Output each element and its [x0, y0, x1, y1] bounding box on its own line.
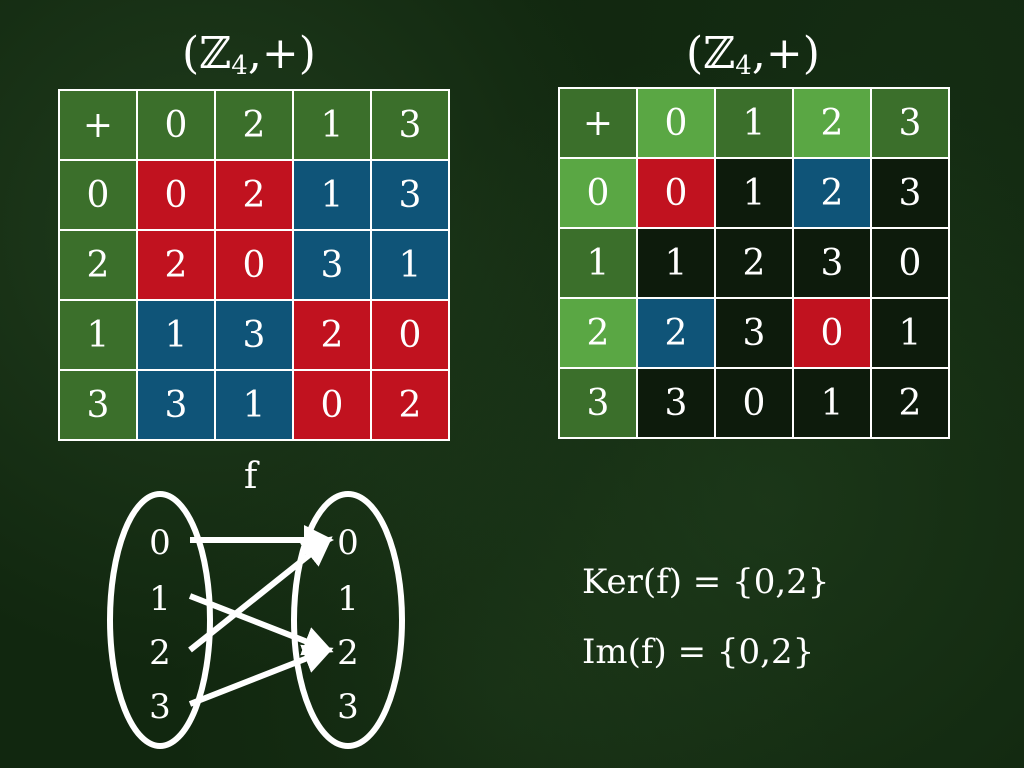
- table-cell: 3: [372, 161, 448, 229]
- column-header-cell: 3: [372, 91, 448, 159]
- codomain-element: 2: [337, 633, 359, 673]
- table-cell: 2: [216, 161, 292, 229]
- table-cell: 2: [794, 159, 870, 227]
- row-header-cell: 0: [60, 161, 136, 229]
- table-cell: 3: [138, 371, 214, 439]
- table-cell: 1: [638, 229, 714, 297]
- right-table-title: (ℤ4,+): [686, 22, 820, 86]
- table-cell: 0: [372, 301, 448, 369]
- table-cell: 0: [638, 159, 714, 227]
- table-cell: 3: [638, 369, 714, 437]
- domain-element: 3: [149, 687, 171, 727]
- table-cell: 0: [294, 371, 370, 439]
- table-cell: 2: [294, 301, 370, 369]
- column-header-cell: 0: [638, 89, 714, 157]
- row-header-cell: 0: [560, 159, 636, 227]
- table-cell: 1: [138, 301, 214, 369]
- domain-element: 0: [149, 523, 171, 563]
- left-table-title: (ℤ4,+): [182, 22, 316, 86]
- operation-symbol-cell: +: [60, 91, 136, 159]
- title-suffix: ,+): [751, 28, 820, 79]
- title-prefix: (ℤ: [182, 28, 232, 79]
- row-header-cell: 3: [560, 369, 636, 437]
- column-header-cell: 1: [294, 91, 370, 159]
- codomain-ellipse: [291, 491, 405, 749]
- table-cell: 1: [794, 369, 870, 437]
- table-cell: 1: [872, 299, 948, 367]
- table-cell: 3: [294, 231, 370, 299]
- kernel-formula: Ker(f) = {0,2}: [582, 562, 830, 602]
- row-header-cell: 2: [560, 299, 636, 367]
- table-cell: 2: [716, 229, 792, 297]
- table-cell: 3: [794, 229, 870, 297]
- table-cell: 0: [216, 231, 292, 299]
- table-cell: 2: [638, 299, 714, 367]
- table-cell: 2: [372, 371, 448, 439]
- mapping-arrow: [188, 593, 334, 656]
- row-header-cell: 1: [560, 229, 636, 297]
- domain-element: 1: [149, 579, 171, 619]
- image-formula: Im(f) = {0,2}: [582, 632, 815, 672]
- mapping-arrow: [188, 644, 334, 707]
- column-header-cell: 2: [216, 91, 292, 159]
- table-cell: 3: [872, 159, 948, 227]
- codomain-element: 1: [337, 579, 359, 619]
- table-cell: 1: [372, 231, 448, 299]
- title-suffix: ,+): [247, 28, 316, 79]
- codomain-element: 3: [337, 687, 359, 727]
- operation-symbol-cell: +: [560, 89, 636, 157]
- table-cell: 1: [294, 161, 370, 229]
- table-cell: 3: [716, 299, 792, 367]
- domain-element: 2: [149, 633, 171, 673]
- table-cell: 1: [716, 159, 792, 227]
- table-cell: 1: [216, 371, 292, 439]
- column-header-cell: 1: [716, 89, 792, 157]
- row-header-cell: 2: [60, 231, 136, 299]
- table-cell: 2: [138, 231, 214, 299]
- title-prefix: (ℤ: [686, 28, 736, 79]
- title-subscript: 4: [231, 51, 248, 81]
- mapping-label: f: [244, 456, 258, 497]
- table-cell: 0: [138, 161, 214, 229]
- domain-ellipse: [107, 491, 213, 749]
- codomain-element: 0: [337, 523, 359, 563]
- table-cell: 3: [216, 301, 292, 369]
- column-header-cell: 3: [872, 89, 948, 157]
- column-header-cell: 2: [794, 89, 870, 157]
- table-cell: 0: [716, 369, 792, 437]
- column-header-cell: 0: [138, 91, 214, 159]
- table-cell: 2: [872, 369, 948, 437]
- table-cell: 0: [872, 229, 948, 297]
- row-header-cell: 3: [60, 371, 136, 439]
- mapping-arrow: [188, 536, 333, 653]
- row-header-cell: 1: [60, 301, 136, 369]
- title-subscript: 4: [735, 51, 752, 81]
- table-cell: 0: [794, 299, 870, 367]
